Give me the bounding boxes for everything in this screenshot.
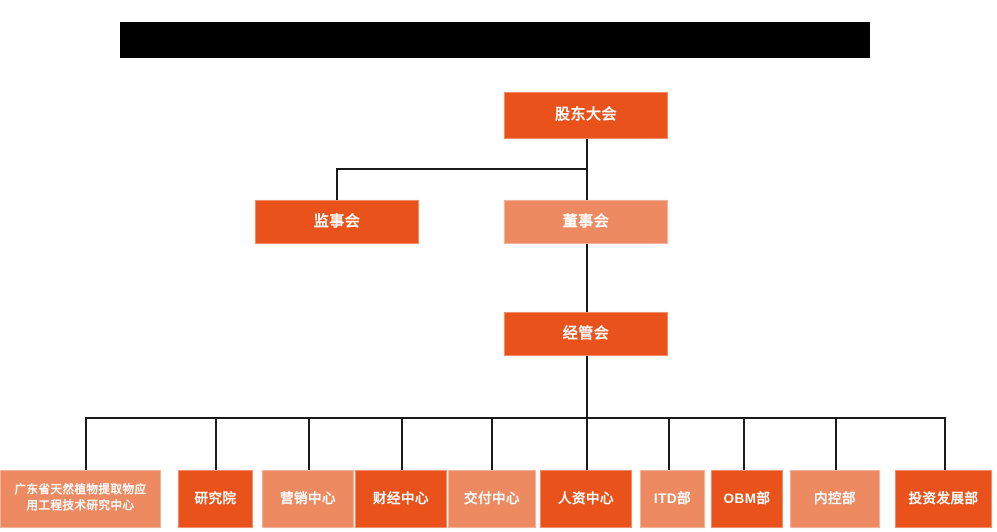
node-label: 董事会 [562, 212, 610, 230]
node-dept-delivery-center[interactable]: 交付中心 [448, 470, 536, 528]
node-dept-investment-development[interactable]: 投资发展部 [895, 470, 992, 528]
node-label: 经管会 [562, 324, 610, 342]
connector-dept-stem-8 [743, 417, 745, 470]
node-dept-itd[interactable]: ITD部 [640, 470, 705, 528]
node-label: 股东大会 [554, 106, 617, 124]
connector-dept-stem-10 [944, 417, 946, 470]
node-label: ITD部 [653, 490, 692, 506]
node-label: 人资中心 [558, 490, 614, 506]
node-dept-marketing-center[interactable]: 营销中心 [262, 470, 354, 528]
node-dept-research-institute[interactable]: 研究院 [178, 470, 253, 528]
connector-tier1-down [586, 139, 588, 170]
connector-dept-stem-9 [835, 417, 837, 470]
node-label: 营销中心 [280, 490, 336, 506]
node-board-of-supervisors[interactable]: 监事会 [255, 200, 419, 244]
node-label: 广东省天然植物提取物应 用工程技术研究中心 [11, 483, 151, 514]
connector-to-supervisors [336, 168, 338, 202]
connector-management-down [586, 356, 588, 418]
node-label: 投资发展部 [908, 490, 979, 506]
node-label: 内控部 [814, 490, 856, 506]
connector-dept-stem-7 [668, 417, 670, 470]
connector-departments-bus [85, 417, 945, 419]
node-label-line1: 广东省天然植物提取物应 [14, 484, 147, 497]
connector-dept-stem-6 [586, 417, 588, 470]
connector-board-to-management [586, 243, 588, 313]
connector-dept-stem-1 [85, 417, 87, 470]
node-dept-gd-plant-extract-center[interactable]: 广东省天然植物提取物应 用工程技术研究中心 [0, 470, 161, 528]
node-dept-obm[interactable]: OBM部 [711, 470, 783, 528]
node-label: 交付中心 [464, 490, 520, 506]
connector-dept-stem-2 [215, 417, 217, 470]
node-label: OBM部 [723, 490, 771, 506]
node-management-committee[interactable]: 经管会 [504, 312, 668, 356]
node-shareholders-meeting[interactable]: 股东大会 [504, 92, 668, 139]
node-label: 研究院 [194, 490, 237, 506]
connector-dept-stem-4 [401, 417, 403, 470]
node-label-line2: 用工程技术研究中心 [26, 500, 135, 512]
connector-dept-stem-3 [308, 417, 310, 470]
node-dept-finance-center[interactable]: 财经中心 [355, 470, 447, 528]
header-bar [120, 22, 870, 58]
connector-tier2-bus [336, 168, 588, 170]
node-label: 财经中心 [373, 490, 429, 506]
connector-dept-stem-5 [491, 417, 493, 470]
node-board-of-directors[interactable]: 董事会 [504, 200, 668, 244]
node-dept-hr-center[interactable]: 人资中心 [540, 470, 632, 528]
node-dept-internal-control[interactable]: 内控部 [790, 470, 880, 528]
node-label: 监事会 [313, 212, 361, 230]
connector-to-board [586, 168, 588, 202]
